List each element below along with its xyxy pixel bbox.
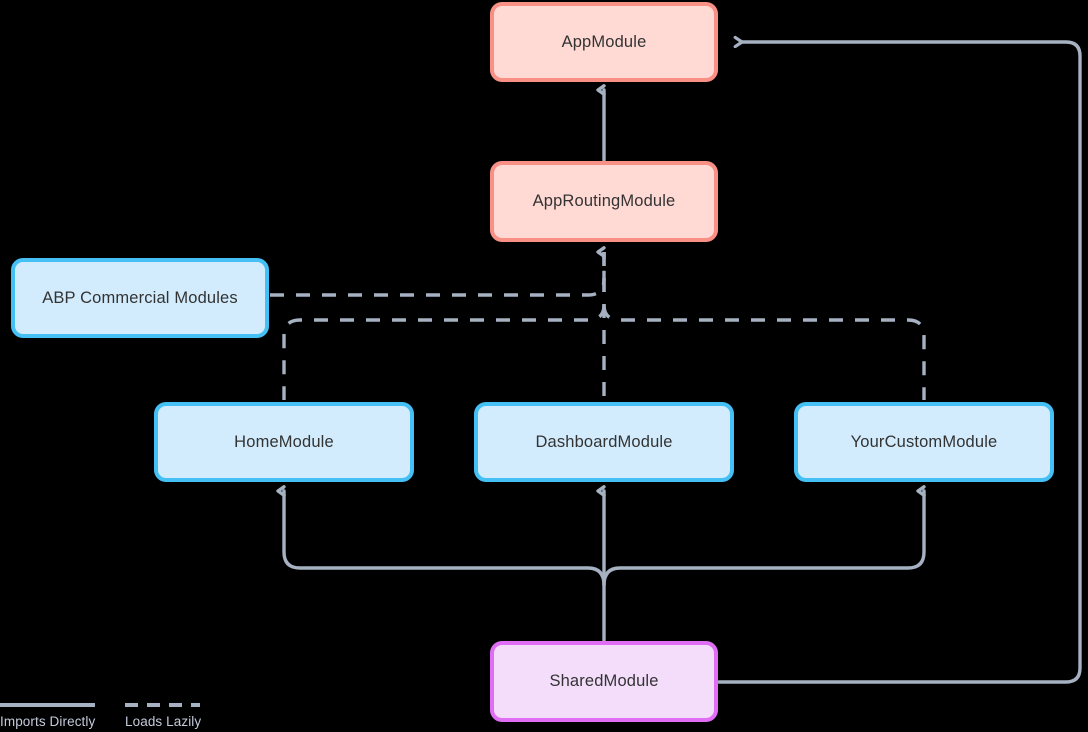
node-shared-module-label: SharedModule [549, 672, 659, 690]
node-home-module[interactable]: HomeModule [154, 402, 414, 482]
edge-shared-to-custom [602, 491, 924, 587]
node-home-module-label: HomeModule [234, 432, 334, 451]
node-shared-module[interactable]: SharedModule [490, 641, 718, 722]
node-app-routing-module-label: AppRoutingModule [532, 192, 676, 210]
edge-approuting-to-home [282, 252, 606, 400]
node-app-routing-module[interactable]: AppRoutingModule [490, 161, 718, 242]
edge-shared-to-home [284, 491, 606, 587]
edge-abp-to-approuting [270, 252, 604, 297]
edge-approuting-to-custom [602, 304, 926, 400]
node-dashboard-module-label: DashboardModule [535, 432, 673, 451]
legend-label-loads-lazily: Loads Lazily [125, 714, 202, 729]
node-app-module[interactable]: AppModule [490, 2, 718, 82]
node-dashboard-module[interactable]: DashboardModule [474, 402, 734, 482]
legend-label-imports-directly: Imports Directly [0, 714, 96, 729]
node-app-module-label: AppModule [561, 32, 647, 51]
node-your-custom-module-label: YourCustomModule [850, 432, 998, 451]
node-abp-commercial-modules[interactable]: ABP Commercial Modules [11, 258, 269, 338]
node-abp-commercial-modules-label: ABP Commercial Modules [42, 288, 238, 307]
node-your-custom-module[interactable]: YourCustomModule [794, 402, 1054, 482]
edge-shared-to-appmodule [717, 42, 1082, 684]
